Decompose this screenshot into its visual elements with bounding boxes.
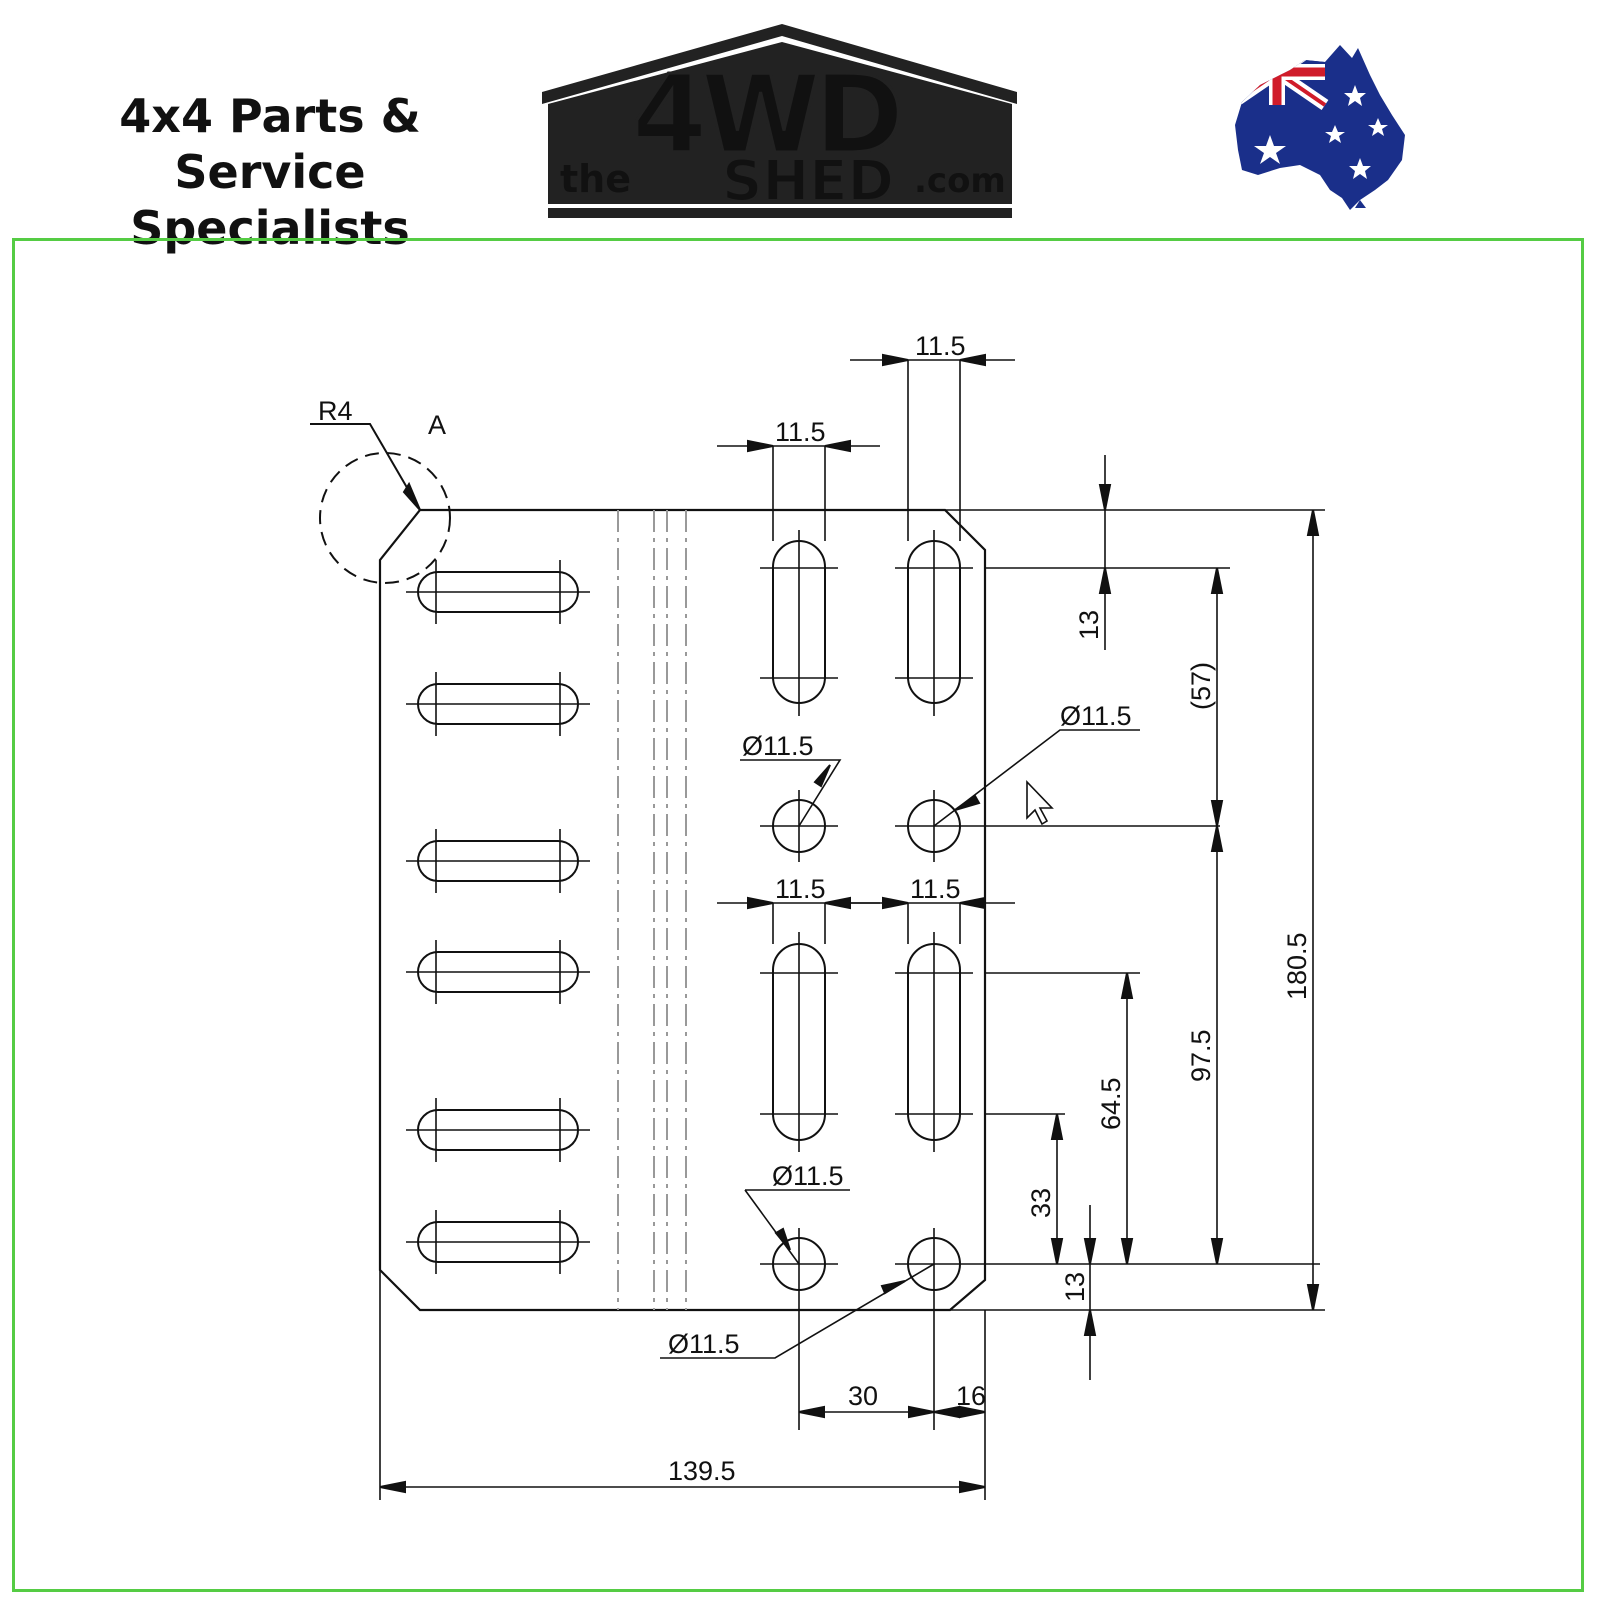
logo-4wd: 4WD bbox=[632, 53, 898, 178]
dim-lower-slot-width-right: 11.5 bbox=[910, 874, 961, 904]
detail-label: A bbox=[428, 410, 446, 440]
dim-hole-dia-right-upper: Ø11.5 bbox=[1060, 701, 1132, 731]
dim-height-180-5: 180.5 bbox=[1282, 932, 1312, 1000]
page-header: 4x4 Parts & Service Specialists the 4WD … bbox=[0, 0, 1600, 255]
tagline: 4x4 Parts & Service Specialists bbox=[30, 88, 510, 256]
dim-spacing-30: 30 bbox=[848, 1381, 878, 1411]
dim-ref-57: (57) bbox=[1186, 662, 1216, 710]
horizontal-slots bbox=[417, 571, 579, 1263]
dim-height-33: 33 bbox=[1026, 1188, 1056, 1218]
dim-edge-16: 16 bbox=[956, 1381, 986, 1411]
dim-width-139-5: 139.5 bbox=[668, 1456, 736, 1486]
dim-top-slot-width-right: 11.5 bbox=[915, 331, 966, 361]
drawing-frame bbox=[12, 238, 1584, 1592]
tagline-line2: Specialists bbox=[130, 201, 410, 255]
mouse-cursor-icon bbox=[1026, 780, 1054, 826]
australia-flag-map-icon bbox=[1235, 45, 1405, 210]
horizontal-slot-centerlines bbox=[406, 560, 590, 1274]
dim-bottom-edge-offset: 13 bbox=[1060, 1272, 1090, 1302]
dim-hole-dia-bottom: Ø11.5 bbox=[668, 1329, 740, 1359]
vertical-slots bbox=[772, 540, 961, 1141]
dim-hole-dia-left-upper: Ø11.5 bbox=[742, 731, 814, 761]
the-4wd-shed-logo[interactable]: the 4WD SHED .com bbox=[542, 22, 1022, 222]
logo-shed: SHED bbox=[722, 149, 894, 214]
logo-com: .com bbox=[914, 161, 1006, 201]
dim-top-edge-offset: 13 bbox=[1074, 610, 1104, 640]
logo-the: the bbox=[560, 157, 631, 201]
detail-a-circle bbox=[319, 452, 451, 584]
bend-lines bbox=[617, 510, 687, 1310]
corner-radius-label: R4 bbox=[318, 396, 353, 426]
dim-height-97-5: 97.5 bbox=[1186, 1029, 1216, 1082]
dim-lower-slot-width-left: 11.5 bbox=[775, 874, 826, 904]
vertical-slot-centerlines bbox=[760, 530, 973, 1152]
dim-hole-dia-left-lower: Ø11.5 bbox=[772, 1161, 844, 1191]
dim-height-64-5: 64.5 bbox=[1096, 1077, 1126, 1130]
tagline-line1: 4x4 Parts & Service bbox=[119, 89, 421, 199]
dim-top-slot-width-left: 11.5 bbox=[775, 417, 826, 447]
plate-outline bbox=[378, 508, 987, 1312]
